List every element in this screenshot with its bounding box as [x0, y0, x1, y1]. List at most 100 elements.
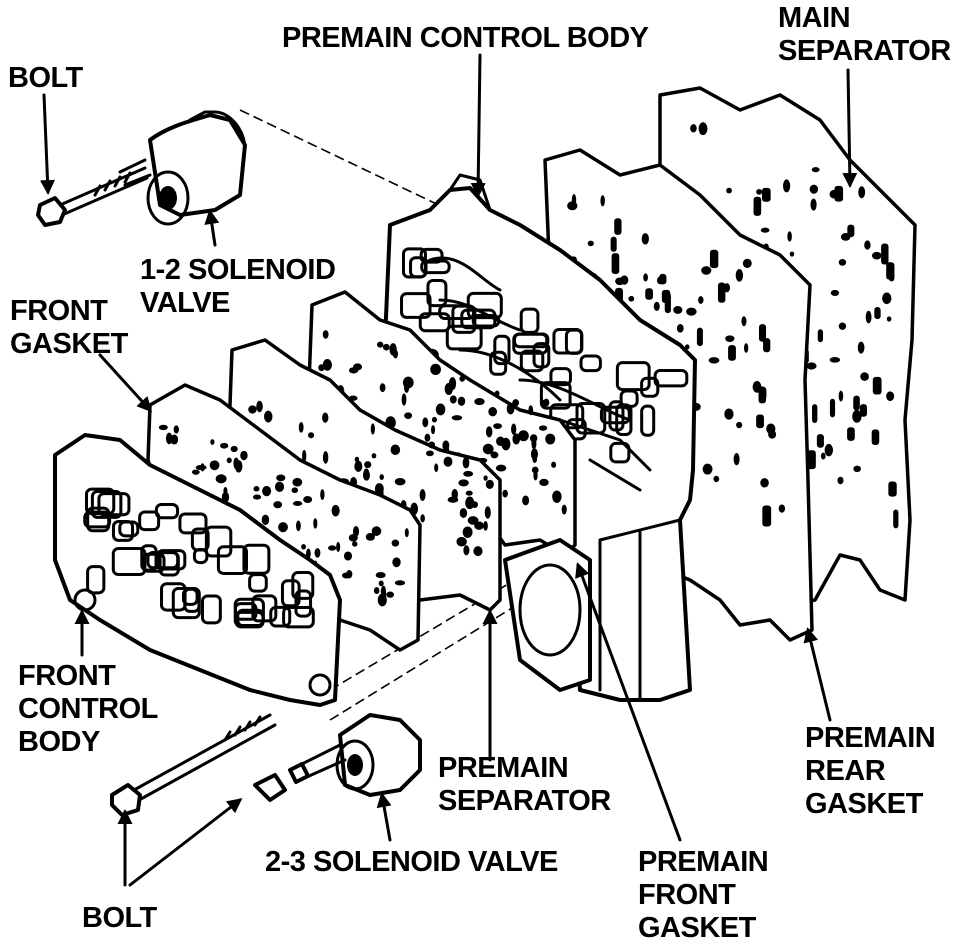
body-cavity — [154, 502, 180, 520]
plate-hole — [463, 470, 474, 477]
plate-hole — [274, 481, 285, 492]
plate-hole — [248, 405, 257, 414]
body-cavity — [564, 328, 584, 355]
body-cavity — [493, 334, 511, 366]
plate-hole — [812, 404, 818, 423]
plate-hole — [376, 341, 384, 348]
body-cavity — [146, 550, 180, 570]
plate-hole — [865, 310, 872, 324]
plate-hole — [532, 455, 538, 463]
plate-hole — [456, 536, 467, 547]
plate-hole — [728, 345, 736, 361]
plate-hole — [810, 198, 817, 211]
plate-hole — [511, 423, 517, 435]
plate-hole — [753, 196, 762, 216]
plate-hole — [864, 240, 871, 250]
body-cavity — [400, 292, 432, 319]
plate-hole — [474, 398, 485, 406]
plate-hole — [676, 323, 684, 333]
plate-hole — [763, 338, 771, 353]
plate-hole — [761, 187, 771, 202]
body-cavity — [90, 489, 123, 519]
plate-hole — [743, 343, 749, 353]
plate-hole — [488, 406, 498, 417]
plate-hole — [871, 251, 882, 260]
body-cavity — [294, 589, 313, 618]
label-front-control-body: FRONT CONTROL BODY — [18, 660, 158, 758]
plate-hole — [673, 305, 683, 314]
plate-hole — [709, 249, 719, 269]
body-cavity — [190, 527, 210, 552]
body-cavity — [575, 402, 607, 435]
plate-hole — [483, 475, 488, 481]
plate-hole — [210, 439, 215, 445]
plate-hole — [871, 429, 880, 446]
plate-hole — [762, 505, 772, 527]
plate-hole — [724, 408, 734, 420]
plate-hole — [322, 412, 329, 423]
plate-hole — [493, 423, 503, 429]
plate-hole — [838, 259, 847, 266]
plate-hole — [852, 409, 862, 423]
plate-hole — [886, 391, 895, 402]
plate-hole — [394, 580, 406, 586]
plate-hole — [756, 414, 764, 429]
plate-hole — [302, 449, 307, 463]
body-cavity — [234, 610, 265, 629]
plate-hole — [853, 395, 860, 411]
plate-hole — [401, 393, 407, 406]
plate-hole — [726, 187, 732, 194]
plate-hole — [435, 403, 446, 416]
body-cavity — [242, 543, 271, 575]
body-cavity — [609, 441, 631, 464]
plate-hole — [278, 522, 288, 533]
plate-hole — [256, 404, 261, 410]
plate-hole — [371, 453, 377, 459]
plate-hole — [545, 433, 556, 445]
plate-hole — [506, 402, 515, 415]
plate-hole — [428, 441, 436, 449]
plate-hole — [874, 307, 881, 320]
plate-hole — [837, 476, 844, 485]
plate-hole — [541, 399, 548, 408]
plate-hole — [328, 545, 337, 551]
body-cavity — [599, 405, 631, 425]
plate-hole — [713, 475, 720, 483]
plate-hole — [322, 359, 332, 371]
plate-hole — [459, 508, 468, 518]
plate-hole — [377, 593, 387, 607]
plate-hole — [354, 460, 363, 472]
plate-hole — [816, 434, 824, 448]
plate-hole — [303, 495, 313, 504]
body-cavity — [181, 587, 199, 606]
plate-hole — [382, 343, 390, 351]
plate-hole — [552, 490, 562, 503]
solenoid-23-housing — [503, 538, 592, 692]
plate-hole — [465, 490, 473, 496]
arrow-main-separator — [842, 68, 858, 188]
plate-hole — [253, 486, 260, 492]
body-cavity — [200, 594, 222, 625]
plate-hole — [736, 421, 743, 429]
arrow-bolt-bottom-b — [128, 798, 243, 887]
plate-hole — [463, 545, 470, 556]
plate-hole — [462, 526, 473, 538]
body-cavity — [420, 259, 451, 275]
plate-hole — [538, 425, 548, 431]
plate-hole — [195, 464, 207, 471]
plate-hole — [373, 587, 380, 594]
plate-hole — [386, 591, 394, 598]
plate-hole — [561, 504, 567, 515]
plate-hole — [614, 218, 622, 235]
plate-hole — [301, 544, 307, 550]
body-cavity — [471, 313, 501, 328]
plate-hole — [443, 456, 453, 467]
plate-hole — [226, 457, 232, 464]
plate-hole — [449, 395, 457, 404]
plate-hole — [434, 463, 439, 473]
plate-hole — [893, 509, 899, 529]
plate-hole — [370, 423, 375, 435]
plate-hole — [853, 465, 861, 473]
plate-hole — [420, 514, 425, 523]
